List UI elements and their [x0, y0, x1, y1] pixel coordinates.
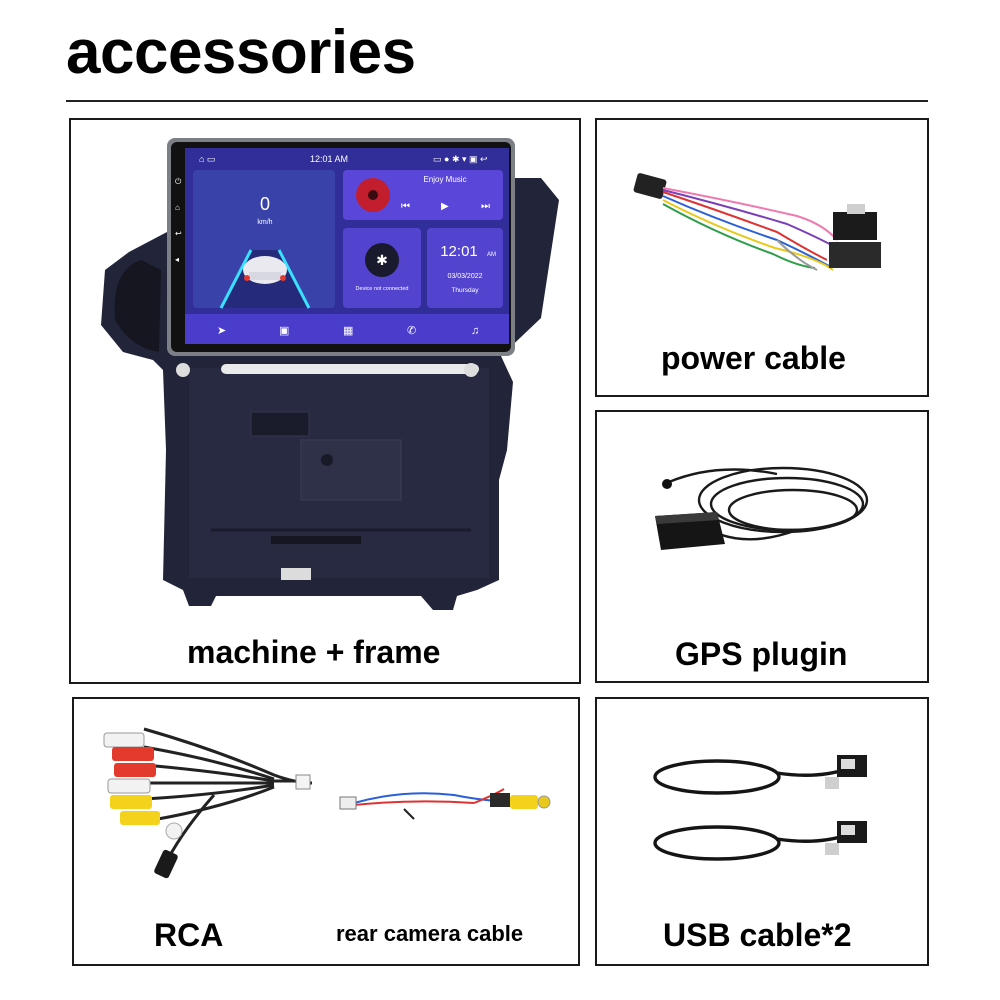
panel-machine-frame: ⌂ ▭ 12:01 AM ▭ ● ✱ ▾ ▣ ↩ ⏻ ⌂ ↩ ◂ 0 km/h …	[69, 118, 581, 684]
page-title: accessories	[66, 18, 416, 87]
bt-status: Device not connected	[356, 286, 409, 292]
music-label: Enjoy Music	[423, 175, 466, 184]
radio-icon: ▣	[279, 325, 289, 337]
music-icon: ♫	[471, 325, 479, 337]
svg-text:◂: ◂	[175, 255, 179, 264]
nav-icon: ➤	[217, 325, 226, 337]
caption-rear-camera-cable: rear camera cable	[336, 921, 524, 946]
speed-value: 0	[260, 194, 270, 214]
date: 03/03/2022	[447, 273, 482, 280]
speed-unit: km/h	[257, 219, 272, 226]
play-icon: ▶	[441, 201, 449, 212]
big-clock: 12:01	[440, 243, 478, 260]
gps-antenna-illustration	[655, 466, 869, 550]
phone-icon: ✆	[407, 325, 416, 337]
head-unit-illustration: ⌂ ▭ 12:01 AM ▭ ● ✱ ▾ ▣ ↩ ⏻ ⌂ ↩ ◂ 0 km/h …	[101, 138, 559, 610]
svg-text:▭ ● ✱ ▾ ▣ ↩: ▭ ● ✱ ▾ ▣ ↩	[433, 154, 488, 164]
usb-cables-illustration	[653, 755, 867, 861]
svg-text:↩: ↩	[175, 229, 182, 238]
rca-female-yellow	[510, 795, 538, 809]
status-clock: 12:01 AM	[310, 154, 348, 164]
next-icon: ⏭	[481, 201, 490, 212]
weekday: Thursday	[451, 287, 479, 294]
rca-plug-white	[103, 732, 145, 748]
caption-rca: RCA	[154, 917, 224, 953]
caption-usb: USB cable*2	[663, 917, 852, 953]
panel-power-cable: power cable	[595, 118, 929, 397]
bluetooth-icon	[365, 243, 399, 277]
power-cable-illustration	[633, 173, 881, 271]
svg-text:⌂ ▭: ⌂ ▭	[199, 154, 215, 164]
rca-cable-illustration	[103, 727, 551, 879]
svg-text:✱: ✱	[376, 252, 388, 268]
apps-icon: ▦	[343, 325, 353, 337]
title-underline	[66, 100, 928, 102]
panel-gps: GPS plugin	[595, 410, 929, 683]
caption-machine-frame: machine + frame	[187, 634, 441, 670]
big-clock-ampm: AM	[487, 252, 496, 258]
caption-power-cable: power cable	[661, 340, 846, 376]
rca-plug-red	[112, 747, 154, 761]
prev-icon: ⏮	[401, 201, 410, 212]
svg-text:⌂: ⌂	[175, 203, 180, 212]
panel-usb: USB cable*2	[595, 697, 929, 966]
panel-rca: RCA rear camera cable	[72, 697, 580, 966]
svg-text:⏻: ⏻	[175, 177, 182, 186]
rca-plug-yellow	[110, 795, 152, 809]
caption-gps: GPS plugin	[675, 636, 848, 672]
